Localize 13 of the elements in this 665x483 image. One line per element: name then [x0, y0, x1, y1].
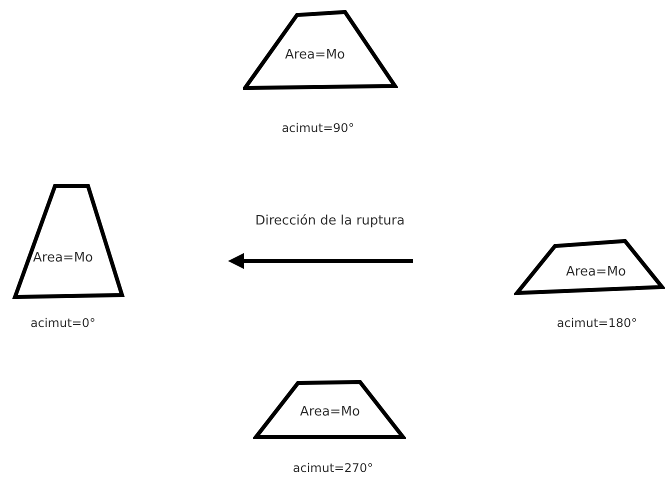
area-label: Area=Mo [300, 406, 360, 418]
area-label: Area=Mo [566, 266, 626, 278]
trapezoid-shape [514, 239, 665, 296]
direction-label: Dirección de la ruptura [255, 214, 405, 228]
trapezoid-shape [253, 380, 406, 440]
azimuth-caption: acimut=90° [282, 122, 354, 134]
azimuth-caption: acimut=0° [30, 317, 96, 329]
area-label: Area=Mo [285, 48, 345, 62]
azimuth-caption: acimut=270° [292, 462, 374, 474]
trapezoid-shape [12, 184, 125, 299]
area-label: Area=Mo [33, 252, 93, 264]
azimuth-caption: acimut=180° [556, 317, 638, 329]
trapezoid-shape [243, 10, 398, 90]
